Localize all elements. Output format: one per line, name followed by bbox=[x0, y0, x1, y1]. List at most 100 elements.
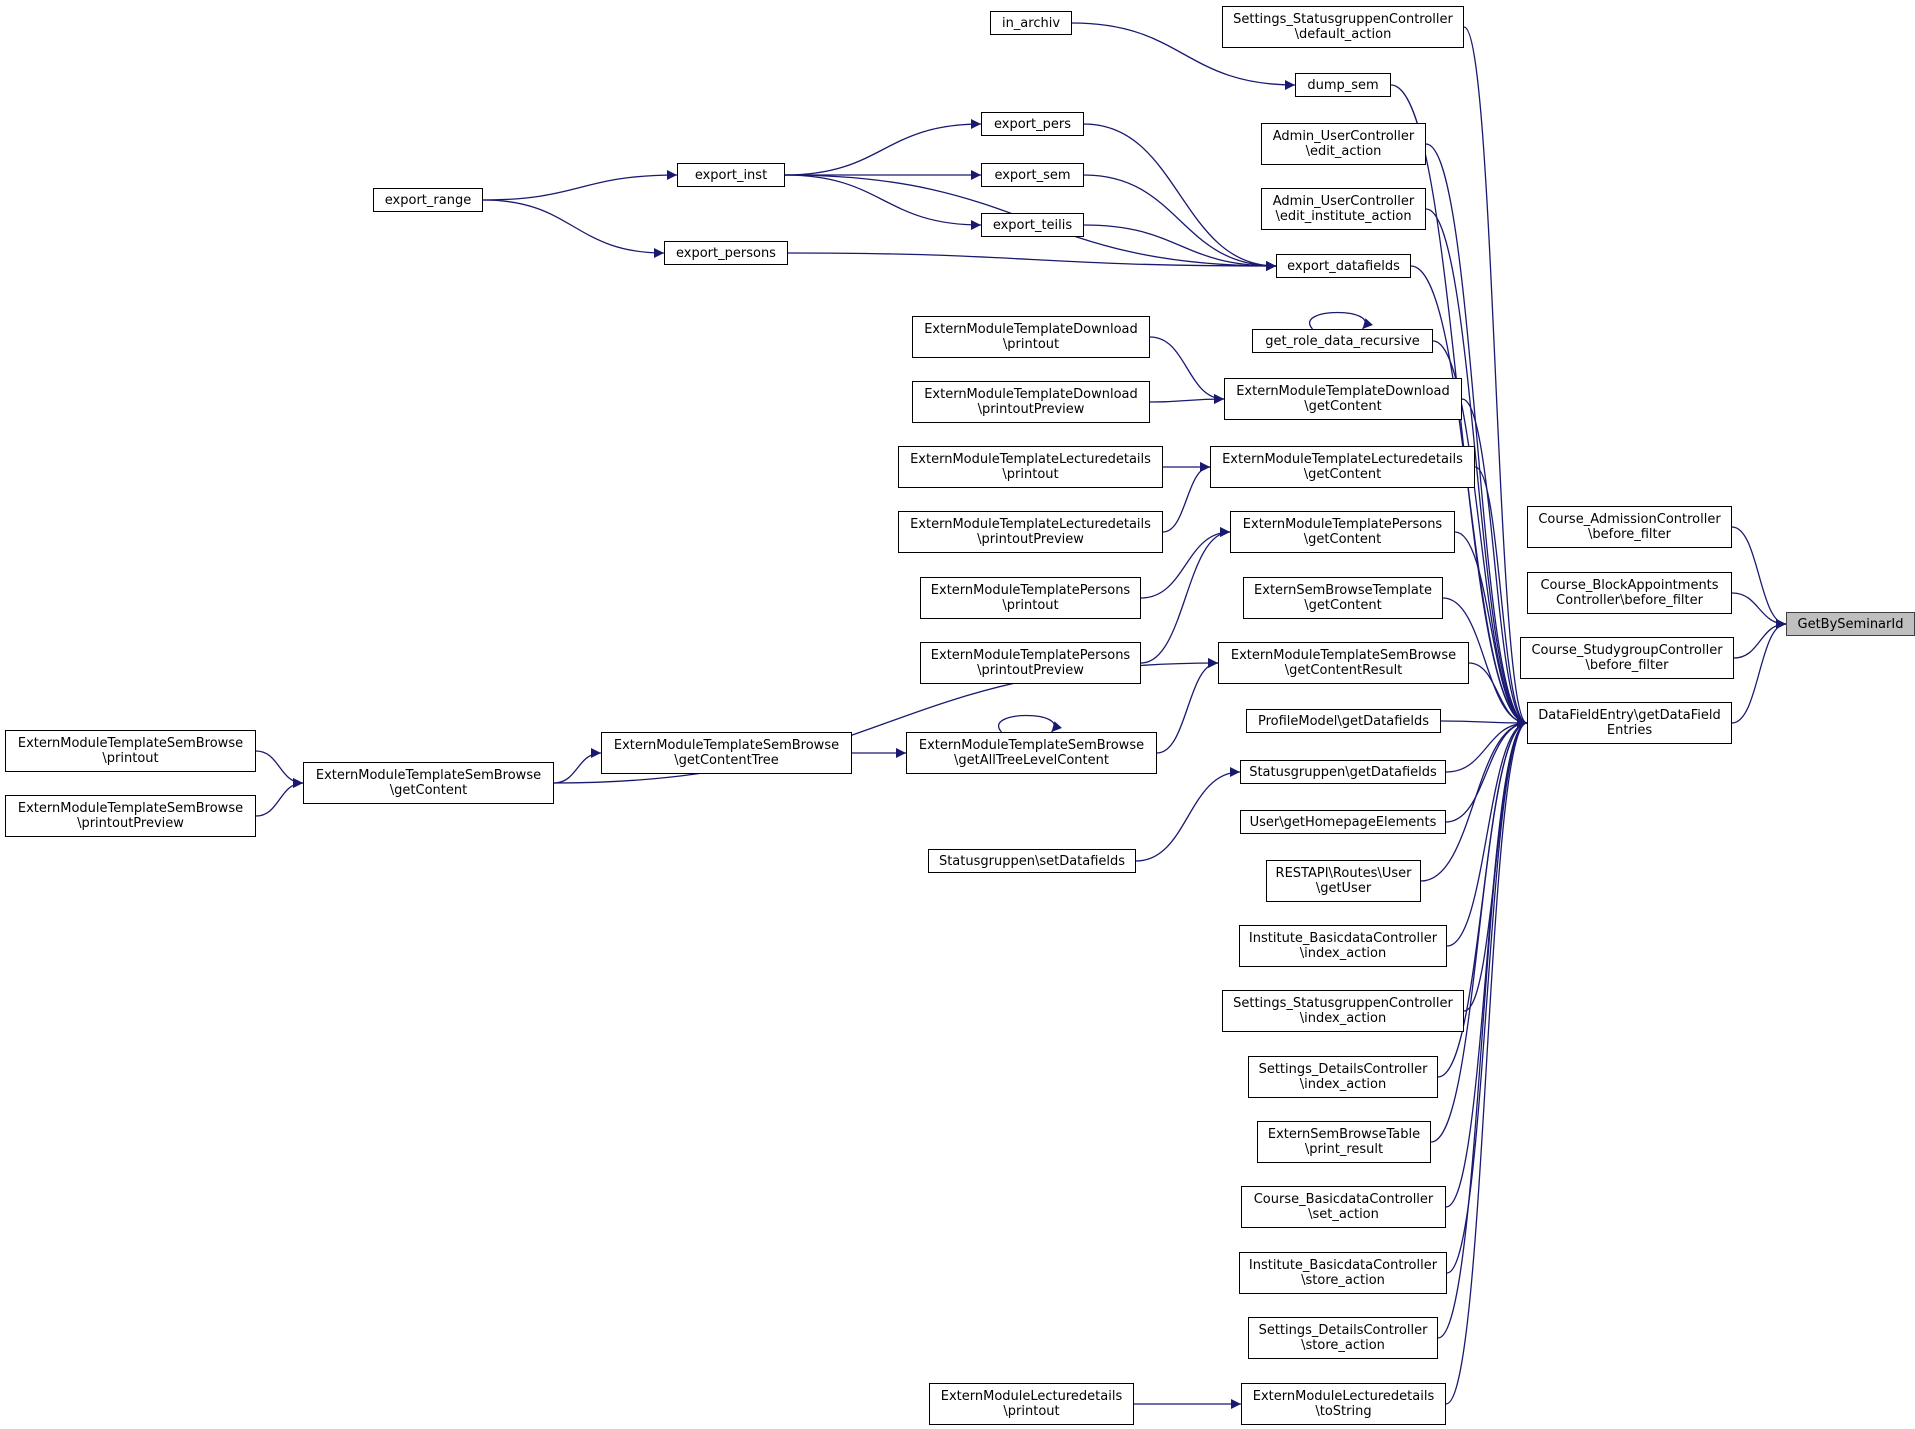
node-label: Entries bbox=[1606, 723, 1653, 738]
node-exprange[interactable]: export_range bbox=[373, 188, 483, 212]
node-stg[interactable]: Course_StudygroupController\before_filte… bbox=[1520, 637, 1734, 679]
node-ssg-idx[interactable]: Settings_StatusgruppenController\index_a… bbox=[1222, 990, 1464, 1032]
node-label: \index_action bbox=[1299, 1011, 1387, 1026]
node-expdf[interactable]: export_datafields bbox=[1276, 254, 1411, 278]
edge-sbtab-to-dfe bbox=[1430, 718, 1528, 1143]
node-role[interactable]: get_role_data_recursive bbox=[1252, 329, 1433, 353]
node-sdc-store[interactable]: Settings_DetailsController\store_action bbox=[1248, 1317, 1438, 1359]
node-label: Statusgruppen\getDatafields bbox=[1249, 764, 1437, 780]
node-label: \printout bbox=[1003, 1404, 1060, 1419]
node-pe-pp[interactable]: ExternModuleTemplatePersons\printoutPrev… bbox=[920, 642, 1141, 684]
node-ibc-store[interactable]: Institute_BasicdataController\store_acti… bbox=[1239, 1252, 1447, 1294]
node-sg-set[interactable]: Statusgruppen\setDatafields bbox=[928, 849, 1136, 873]
edge-sg-get-to-dfe bbox=[1445, 718, 1528, 773]
node-label: \getContentResult bbox=[1284, 663, 1403, 678]
node-dl-pp[interactable]: ExternModuleTemplateDownload\printoutPre… bbox=[912, 381, 1150, 423]
node-label: Settings_StatusgruppenController bbox=[1233, 12, 1453, 27]
node-dl-gc[interactable]: ExternModuleTemplateDownload\getContent bbox=[1224, 378, 1462, 420]
node-label: ProfileModel\getDatafields bbox=[1257, 713, 1430, 729]
node-label: \getContent bbox=[1304, 399, 1382, 414]
node-label: \printout bbox=[1002, 598, 1059, 613]
edge-pe-pp-to-pe-gc bbox=[1140, 527, 1231, 664]
node-user-hp[interactable]: User\getHomepageElements bbox=[1240, 810, 1446, 834]
node-archiv[interactable]: in_archiv bbox=[990, 11, 1072, 35]
node-cbc-set[interactable]: Course_BasicdataController\set_action bbox=[1241, 1186, 1446, 1228]
node-label: \printout bbox=[102, 751, 159, 766]
node-label: export_inst bbox=[694, 167, 768, 183]
node-label: \index_action bbox=[1299, 1077, 1387, 1092]
node-label: Admin_UserController bbox=[1272, 129, 1415, 144]
node-eld-po[interactable]: ExternModuleLecturedetails\printout bbox=[929, 1383, 1134, 1425]
node-label: ExternModuleTemplateDownload bbox=[924, 387, 1138, 402]
node-dump[interactable]: dump_sem bbox=[1295, 73, 1391, 97]
node-label: ExternSemBrowseTable bbox=[1267, 1127, 1421, 1142]
node-target[interactable]: GetBySeminarId bbox=[1786, 612, 1915, 636]
node-auc-edit[interactable]: Admin_UserController\edit_action bbox=[1261, 123, 1426, 165]
node-label: export_datafields bbox=[1287, 258, 1400, 274]
node-label: Settings_DetailsController bbox=[1258, 1323, 1428, 1338]
node-sbtab[interactable]: ExternSemBrowseTable\print_result bbox=[1257, 1121, 1431, 1163]
node-ssg-def[interactable]: Settings_StatusgruppenController\default… bbox=[1222, 6, 1464, 48]
node-label: export_range bbox=[384, 192, 472, 208]
node-expteilis[interactable]: export_teilis bbox=[981, 213, 1084, 237]
node-label: \before_filter bbox=[1588, 527, 1671, 542]
edge-prof-to-dfe bbox=[1440, 717, 1528, 728]
edge-ld-gc-to-dfe bbox=[1474, 466, 1528, 728]
edge-sg-set-to-sg-get bbox=[1135, 767, 1241, 862]
node-expsem[interactable]: export_sem bbox=[981, 163, 1084, 187]
node-label: ExternModuleTemplateSemBrowse bbox=[613, 738, 840, 753]
node-label: export_teilis bbox=[992, 217, 1073, 233]
node-sb-gcr[interactable]: ExternModuleTemplateSemBrowse\getContent… bbox=[1218, 642, 1469, 684]
node-label: Course_StudygroupController bbox=[1531, 643, 1723, 658]
node-eld-ts[interactable]: ExternModuleLecturedetails\toString bbox=[1241, 1383, 1446, 1425]
node-label: ExternModuleTemplateLecturedetails bbox=[910, 517, 1151, 532]
node-sb-pp[interactable]: ExternModuleTemplateSemBrowse\printoutPr… bbox=[5, 795, 256, 837]
node-label: ExternModuleTemplateSemBrowse bbox=[17, 736, 244, 751]
node-rest[interactable]: RESTAPI\Routes\User\getUser bbox=[1266, 860, 1421, 902]
node-sb-gc[interactable]: ExternModuleTemplateSemBrowse\getContent bbox=[303, 762, 554, 804]
node-sb-atl[interactable]: ExternModuleTemplateSemBrowse\getAllTree… bbox=[906, 732, 1157, 774]
node-label: \store_action bbox=[1301, 1338, 1385, 1353]
edge-eld-ts-to-dfe bbox=[1445, 718, 1528, 1405]
node-label: export_persons bbox=[676, 245, 776, 261]
edge-exppersons-to-expdf bbox=[787, 252, 1277, 271]
node-ibc-idx[interactable]: Institute_BasicdataController\index_acti… bbox=[1239, 925, 1447, 967]
node-prof[interactable]: ProfileModel\getDatafields bbox=[1246, 709, 1441, 733]
node-label: \store_action bbox=[1301, 1273, 1385, 1288]
node-label: ExternModuleTemplateSemBrowse bbox=[17, 801, 244, 816]
node-ld-pp[interactable]: ExternModuleTemplateLecturedetails\print… bbox=[898, 511, 1163, 553]
edge-blk-to-target bbox=[1731, 592, 1787, 629]
node-label: \getContentTree bbox=[674, 753, 779, 768]
node-label: dump_sem bbox=[1307, 77, 1379, 93]
node-label: Course_AdmissionController bbox=[1538, 512, 1721, 527]
node-auc-edit-inst[interactable]: Admin_UserController\edit_institute_acti… bbox=[1261, 188, 1426, 230]
node-label: Controller\before_filter bbox=[1556, 593, 1703, 608]
node-label: ExternModuleLecturedetails bbox=[1252, 1389, 1435, 1404]
node-ld-po[interactable]: ExternModuleTemplateLecturedetails\print… bbox=[898, 446, 1163, 488]
node-label: \index_action bbox=[1299, 946, 1387, 961]
node-pe-gc[interactable]: ExternModuleTemplatePersons\getContent bbox=[1230, 511, 1455, 553]
node-label: ExternModuleTemplateLecturedetails bbox=[910, 452, 1151, 467]
node-adm[interactable]: Course_AdmissionController\before_filter bbox=[1527, 506, 1732, 548]
node-pe-po[interactable]: ExternModuleTemplatePersons\printout bbox=[920, 577, 1141, 619]
node-dl-po[interactable]: ExternModuleTemplateDownload\printout bbox=[912, 316, 1150, 358]
node-label: \getContent bbox=[1303, 532, 1382, 547]
node-exppersons[interactable]: export_persons bbox=[664, 241, 788, 265]
node-label: \getContent bbox=[389, 783, 468, 798]
node-sb-gct[interactable]: ExternModuleTemplateSemBrowse\getContent… bbox=[601, 732, 852, 774]
node-expinst[interactable]: export_inst bbox=[677, 163, 785, 187]
node-sb-po[interactable]: ExternModuleTemplateSemBrowse\printout bbox=[5, 730, 256, 772]
node-sbt-gc[interactable]: ExternSemBrowseTemplate\getContent bbox=[1243, 577, 1443, 619]
node-sg-get[interactable]: Statusgruppen\getDatafields bbox=[1240, 760, 1446, 784]
node-label: export_sem bbox=[994, 167, 1071, 183]
node-sdc-idx[interactable]: Settings_DetailsController\index_action bbox=[1248, 1056, 1438, 1098]
node-label: \printout bbox=[1002, 337, 1060, 352]
node-ld-gc[interactable]: ExternModuleTemplateLecturedetails\getCo… bbox=[1210, 446, 1475, 488]
node-label: in_archiv bbox=[1001, 15, 1061, 31]
node-label: ExternModuleTemplatePersons bbox=[930, 583, 1131, 598]
node-label: \printoutPreview bbox=[977, 532, 1084, 547]
node-exppers[interactable]: export_pers bbox=[981, 112, 1084, 136]
edge-expteilis-to-expdf bbox=[1083, 224, 1277, 271]
